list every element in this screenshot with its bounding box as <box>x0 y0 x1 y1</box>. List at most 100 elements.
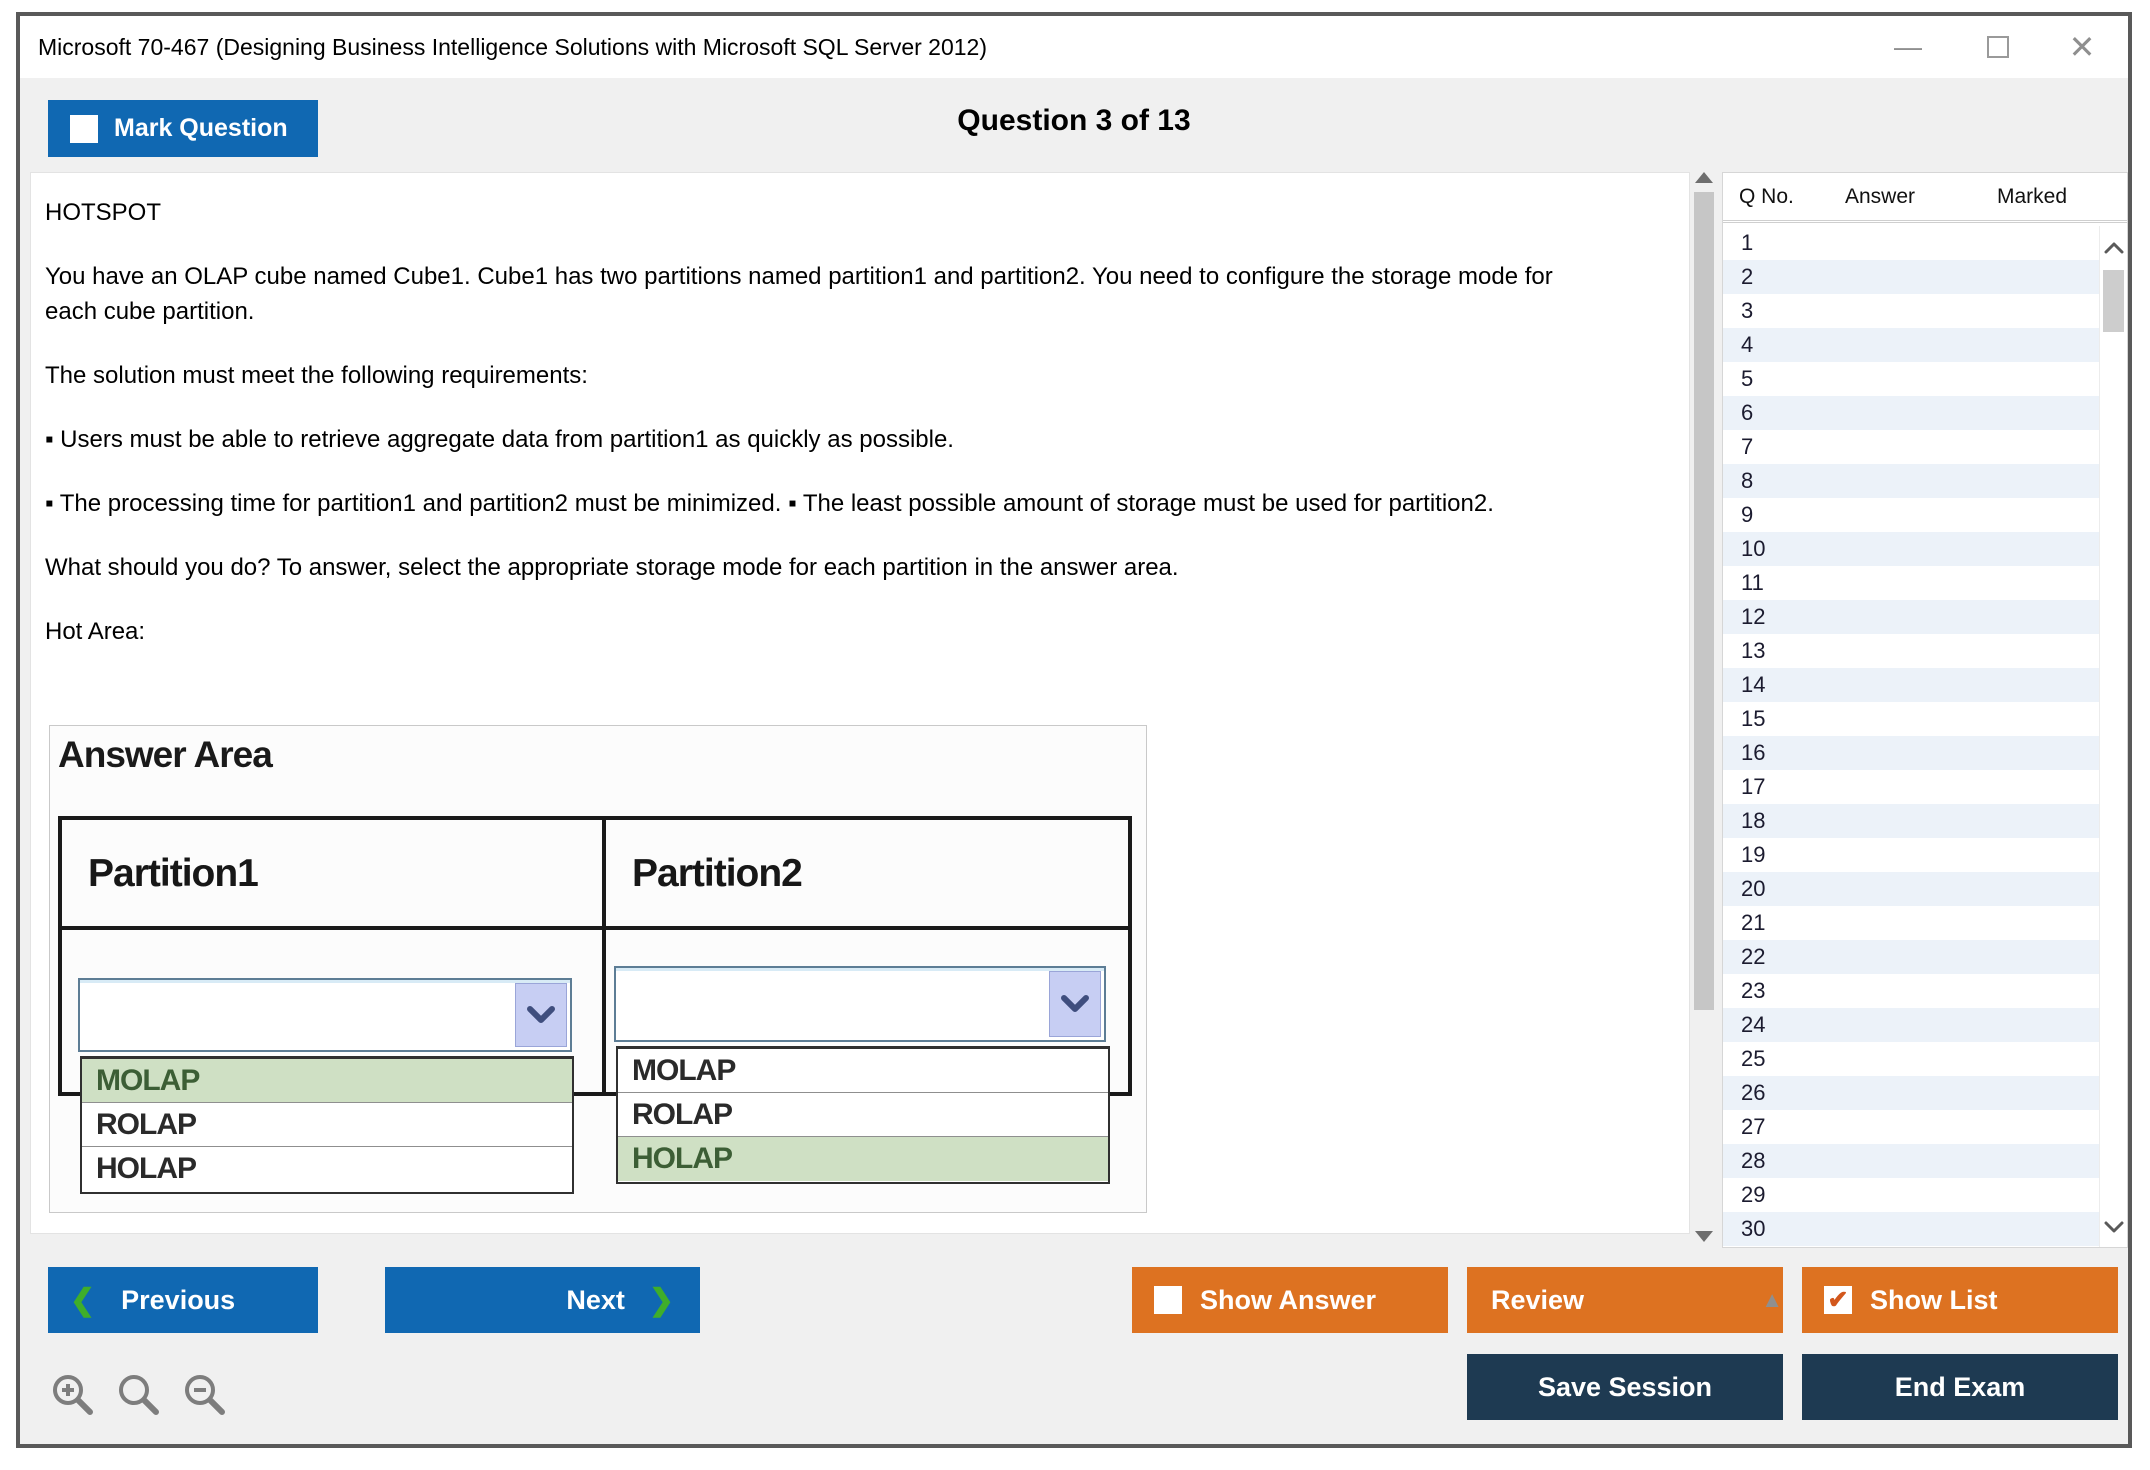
question-type-label: HOTSPOT <box>45 199 162 226</box>
question-row[interactable]: 12 <box>1723 600 2099 634</box>
next-label: Next <box>566 1284 625 1315</box>
question-number: 29 <box>1741 1182 1766 1207</box>
question-row[interactable]: 11 <box>1723 566 2099 600</box>
zoom-in-icon[interactable] <box>50 1372 96 1418</box>
question-row[interactable]: 25 <box>1723 1042 2099 1076</box>
partition1-storage-dropdown[interactable] <box>78 978 572 1052</box>
minimize-icon[interactable]: — <box>1894 31 1922 62</box>
save-session-button[interactable]: Save Session <box>1467 1354 1783 1420</box>
show-list-checkbox[interactable]: ✔ <box>1824 1286 1852 1314</box>
exam-window: Microsoft 70-467 (Designing Business Int… <box>16 12 2132 1448</box>
maximize-icon[interactable] <box>1974 16 2022 78</box>
show-answer-label: Show Answer <box>1200 1284 1377 1315</box>
question-row[interactable]: 29 <box>1723 1178 2099 1212</box>
scroll-down-icon[interactable] <box>1695 1231 1713 1242</box>
scroll-down-icon[interactable] <box>2100 1213 2128 1241</box>
column-header-qno: Q No. <box>1739 185 1794 208</box>
question-row[interactable]: 27 <box>1723 1110 2099 1144</box>
save-session-label: Save Session <box>1537 1371 1713 1402</box>
question-number: 17 <box>1741 774 1766 799</box>
question-row[interactable]: 22 <box>1723 940 2099 974</box>
option-rolap[interactable]: ROLAP <box>618 1093 1108 1137</box>
question-number: 3 <box>1741 298 1754 323</box>
magnifier-icon[interactable] <box>116 1372 162 1418</box>
question-list-scrollbar-thumb[interactable] <box>2103 270 2124 332</box>
question-number: 30 <box>1741 1216 1766 1241</box>
zoom-toolbar <box>50 1372 228 1418</box>
question-number: 27 <box>1741 1114 1766 1139</box>
question-row[interactable]: 18 <box>1723 804 2099 838</box>
content-scrollbar-thumb[interactable] <box>1694 192 1714 1010</box>
option-holap[interactable]: HOLAP <box>96 1152 197 1185</box>
question-row[interactable]: 3 <box>1723 294 2099 328</box>
question-number: 8 <box>1741 468 1754 493</box>
question-number: 28 <box>1741 1148 1766 1173</box>
question-row[interactable]: 19 <box>1723 838 2099 872</box>
mark-question-label: Mark Question <box>114 114 288 142</box>
end-exam-button[interactable]: End Exam <box>1802 1354 2118 1420</box>
question-row[interactable]: 7 <box>1723 430 2099 464</box>
question-row[interactable]: 23 <box>1723 974 2099 1008</box>
question-row[interactable]: 10 <box>1723 532 2099 566</box>
question-row[interactable]: 15 <box>1723 702 2099 736</box>
question-row[interactable]: 2 <box>1723 260 2099 294</box>
question-list-scrollbar[interactable] <box>2099 226 2127 1247</box>
window-title: Microsoft 70-467 (Designing Business Int… <box>38 34 987 60</box>
option-molap[interactable]: MOLAP <box>618 1049 1108 1093</box>
end-exam-label: End Exam <box>1894 1371 2026 1402</box>
mark-question-button[interactable]: Mark Question <box>48 100 318 157</box>
question-number: 2 <box>1741 264 1754 289</box>
question-row[interactable]: 8 <box>1723 464 2099 498</box>
question-row[interactable]: 21 <box>1723 906 2099 940</box>
option-molap[interactable]: MOLAP <box>82 1059 572 1103</box>
question-row[interactable]: 13 <box>1723 634 2099 668</box>
question-row[interactable]: 6 <box>1723 396 2099 430</box>
scroll-up-icon[interactable] <box>1695 172 1713 183</box>
question-number: 19 <box>1741 842 1766 867</box>
question-bullet-2: ▪ The processing time for partition1 and… <box>45 490 1494 517</box>
question-row[interactable]: 28 <box>1723 1144 2099 1178</box>
question-number: 24 <box>1741 1012 1766 1037</box>
question-row[interactable]: 30 <box>1723 1212 2099 1246</box>
show-list-button[interactable]: ✔ Show List <box>1802 1267 2118 1333</box>
question-number: 6 <box>1741 400 1754 425</box>
question-number: 22 <box>1741 944 1766 969</box>
chevron-right-icon: ❯ <box>648 1283 674 1317</box>
partition2-storage-dropdown[interactable] <box>614 966 1106 1042</box>
question-row[interactable]: 4 <box>1723 328 2099 362</box>
question-number: 21 <box>1741 910 1766 935</box>
question-text: HOTSPOT You have an OLAP cube named Cube… <box>45 195 1555 678</box>
next-button[interactable]: Next ❯ <box>385 1267 700 1333</box>
show-answer-checkbox[interactable] <box>1154 1286 1182 1314</box>
content-scrollbar[interactable] <box>1692 166 1716 1248</box>
review-button[interactable]: Review ▲ <box>1467 1267 1783 1333</box>
question-row[interactable]: 1 <box>1723 226 2099 260</box>
option-rolap[interactable]: ROLAP <box>82 1103 572 1147</box>
show-answer-button[interactable]: Show Answer <box>1132 1267 1448 1333</box>
question-row[interactable]: 20 <box>1723 872 2099 906</box>
question-row[interactable]: 9 <box>1723 498 2099 532</box>
question-panel: HOTSPOT You have an OLAP cube named Cube… <box>30 172 1690 1234</box>
show-list-label: Show List <box>1870 1284 1998 1315</box>
question-number: 25 <box>1741 1046 1766 1071</box>
scroll-up-icon[interactable] <box>2100 234 2128 262</box>
question-list-header: Q No. Answer Marked <box>1723 173 2127 223</box>
question-intro: You have an OLAP cube named Cube1. Cube1… <box>45 263 1553 325</box>
question-row[interactable]: 26 <box>1723 1076 2099 1110</box>
mark-question-checkbox[interactable] <box>70 114 98 143</box>
question-row[interactable]: 14 <box>1723 668 2099 702</box>
previous-button[interactable]: ❮ Previous <box>48 1267 318 1333</box>
option-holap[interactable]: HOLAP <box>618 1137 1108 1181</box>
question-number: 18 <box>1741 808 1766 833</box>
question-row[interactable]: 5 <box>1723 362 2099 396</box>
chevron-down-icon[interactable] <box>1049 971 1101 1037</box>
question-row[interactable]: 16 <box>1723 736 2099 770</box>
question-row[interactable]: 24 <box>1723 1008 2099 1042</box>
previous-label: Previous <box>121 1284 236 1315</box>
chevron-down-icon[interactable] <box>515 983 567 1047</box>
review-label: Review <box>1491 1284 1585 1315</box>
zoom-out-icon[interactable] <box>182 1372 228 1418</box>
question-row[interactable]: 17 <box>1723 770 2099 804</box>
close-icon[interactable]: ✕ <box>2068 29 2096 65</box>
